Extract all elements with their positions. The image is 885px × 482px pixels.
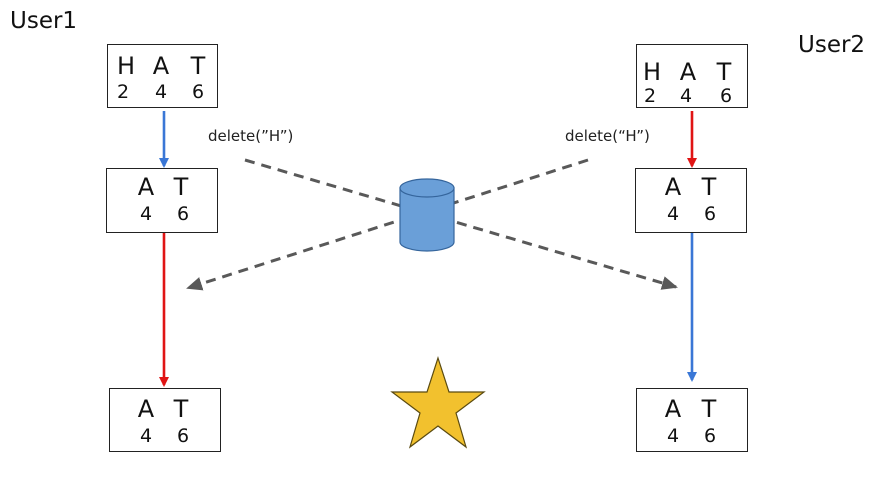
char-cell: T xyxy=(716,58,732,86)
position-cell: 6 xyxy=(176,425,190,447)
sync-arrow-to-user1 xyxy=(186,158,589,291)
position-cell: 6 xyxy=(719,85,733,107)
char-cell: A xyxy=(679,58,697,86)
position-cell: 6 xyxy=(703,203,717,225)
position-cell: 6 xyxy=(703,425,717,447)
position-cell: 2 xyxy=(643,85,657,107)
user1-delete-operation: delete(”H”) xyxy=(208,127,294,145)
user1-after-local-delete-box: A T 4 6 xyxy=(106,168,218,233)
char-cell: H xyxy=(116,52,136,80)
position-cell: 4 xyxy=(666,425,680,447)
char-cell: A xyxy=(664,395,682,423)
user2-final-state-box: A T 4 6 xyxy=(636,388,748,452)
char-cell: T xyxy=(173,395,189,423)
user2-delete-operation: delete(“H”) xyxy=(565,127,650,145)
database-icon xyxy=(399,178,455,252)
char-cell: A xyxy=(137,395,155,423)
position-cell: 6 xyxy=(191,81,205,103)
user1-final-state-box: A T 4 6 xyxy=(109,388,221,452)
char-cell: A xyxy=(152,52,170,80)
sync-arrow-to-user2 xyxy=(244,158,678,290)
char-cell: T xyxy=(190,52,206,80)
star-icon xyxy=(390,356,486,449)
position-cell: 2 xyxy=(116,81,130,103)
user2-label: User2 xyxy=(798,32,866,58)
char-cell: T xyxy=(173,173,189,201)
position-cell: 4 xyxy=(139,203,153,225)
position-cell: 6 xyxy=(176,203,190,225)
char-cell: A xyxy=(664,173,682,201)
position-cell: 4 xyxy=(139,425,153,447)
user2-initial-state-box: H A T 2 4 6 xyxy=(636,44,748,108)
user2-after-local-delete-box: A T 4 6 xyxy=(635,168,747,233)
char-cell: T xyxy=(701,173,717,201)
user1-initial-state-box: H A T 2 4 6 xyxy=(107,44,218,108)
char-cell: H xyxy=(642,58,662,86)
position-cell: 4 xyxy=(679,85,693,107)
position-cell: 4 xyxy=(666,203,680,225)
char-cell: T xyxy=(701,395,717,423)
position-cell: 4 xyxy=(154,81,168,103)
char-cell: A xyxy=(137,173,155,201)
user1-label: User1 xyxy=(10,8,78,34)
